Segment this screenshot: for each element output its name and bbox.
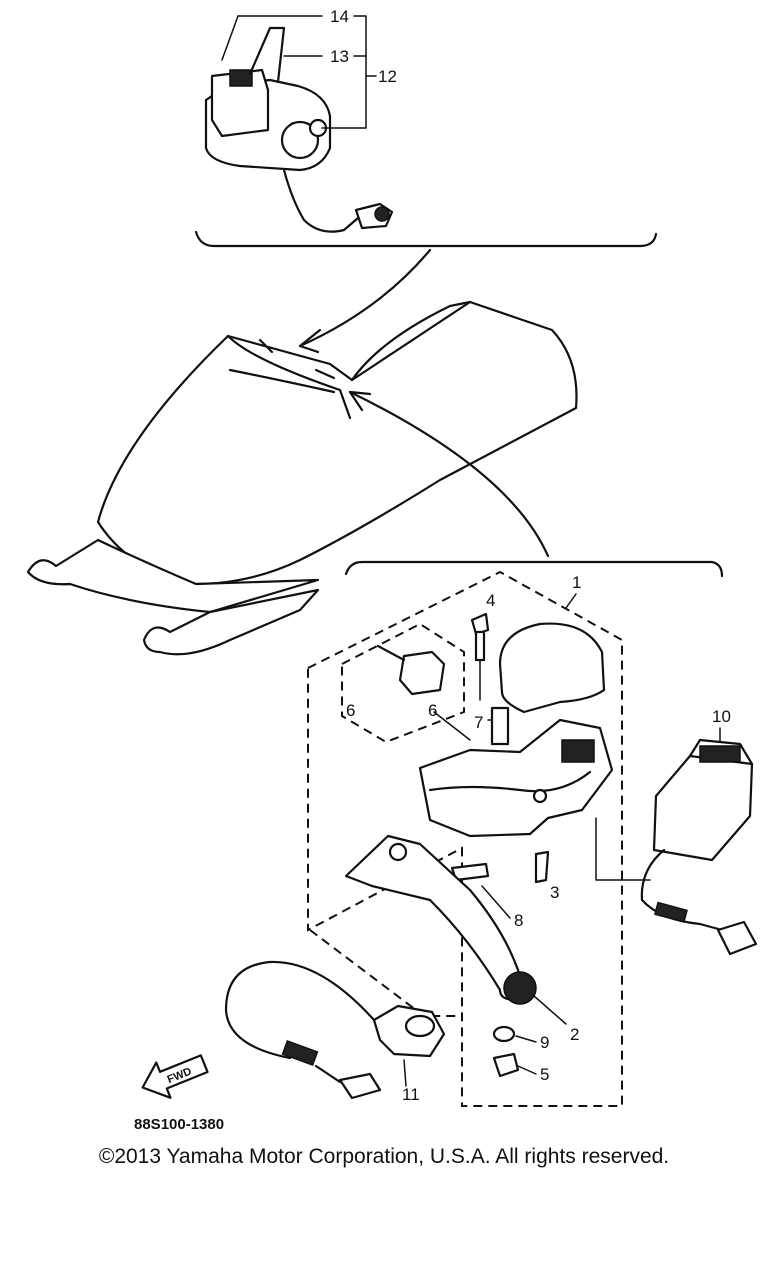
relay-sleeve [654,901,688,923]
ski-right [142,588,320,656]
callout-5: 5 [540,1065,549,1084]
leader-1 [565,593,577,609]
callout-1: 1 [572,573,581,592]
seat-front [350,300,472,382]
connector-socket [374,206,390,222]
lever-pivot [388,842,408,862]
leader-9 [515,1035,537,1043]
callout-8: 8 [514,911,523,930]
leader-14-tip [221,15,239,61]
outline-link [309,929,460,1017]
callout-7: 7 [474,713,483,732]
tether-loop [248,26,286,84]
brake-lever-assembly: 4 7 6 6 3 8 2 9 5 [141,560,758,1107]
brake-switch-6 [398,650,446,696]
lever-cover [498,622,606,714]
leader-8 [481,885,511,919]
holder-ridge [428,770,592,793]
switch-11-connector [338,1072,382,1100]
windshield-line [228,368,336,394]
assembly-1-outline [307,570,623,1107]
leader-11 [403,1059,407,1087]
inset-arrow [298,248,432,348]
callout-14: 14 [330,7,349,26]
brake-lever-2 [344,834,526,1002]
inset-arrowhead [298,328,322,354]
emergency-switch-inset: 14 13 12 [194,7,658,248]
switch-knob [280,120,320,160]
drawing-number: 88S100-1380 [134,1116,225,1133]
lower-arrowhead [348,390,372,412]
forward-direction-arrow: FWD [141,1054,209,1099]
bolt-4-shank [474,630,486,662]
lower-arrow [348,390,550,558]
assembly-6-outline [341,622,465,744]
screw-3 [534,850,550,884]
relay-10 [652,754,754,862]
leader-6b [433,711,471,741]
holder-clamp-teeth [561,739,595,763]
switch-cap [210,68,270,138]
leader-12-bracket [321,15,367,129]
snowmobile-silhouette [26,300,578,656]
leader-5 [517,1065,537,1075]
fwd-arrow-shape [141,1054,209,1099]
callout-11: 11 [402,1085,420,1104]
callout-9: 9 [540,1033,549,1052]
switch-11-cable [224,960,376,1060]
lever-ball-end [503,971,537,1005]
callout-4: 4 [486,591,495,610]
relay-connector [716,920,758,956]
relay-dashed-link [595,817,651,881]
copyright-notice: ©2013 Yamaha Motor Corporation, U.S.A. A… [98,1145,670,1168]
switch-6-screw [376,644,406,662]
relay-terminals [699,745,741,763]
spring-pin-7 [490,706,510,746]
cable-sleeve [281,1039,319,1067]
inset-bracket-top [194,230,658,248]
callout-6b: 6 [428,701,437,720]
callout-3: 3 [550,883,559,902]
washer-9 [492,1025,516,1043]
callout-12: 12 [378,67,397,86]
callout-13: 13 [330,47,349,66]
handlebar-marks [258,338,336,380]
callout-10: 10 [712,707,731,726]
switch-11-plunger [404,1014,436,1038]
lower-bracket [344,560,724,578]
ski-left [26,538,320,614]
windshield-edge [226,334,352,420]
bolt-4-head [470,612,490,636]
hood-body [96,300,578,586]
relay-lead [640,848,724,932]
callout-6: 6 [346,701,355,720]
callout-2: 2 [570,1025,579,1044]
connector-wires [314,1064,342,1084]
cap-top-button [229,69,253,87]
holder-pivot-hole [532,788,548,804]
leader-2 [533,995,567,1025]
nut-5 [492,1052,520,1078]
switch-lead [282,168,360,233]
